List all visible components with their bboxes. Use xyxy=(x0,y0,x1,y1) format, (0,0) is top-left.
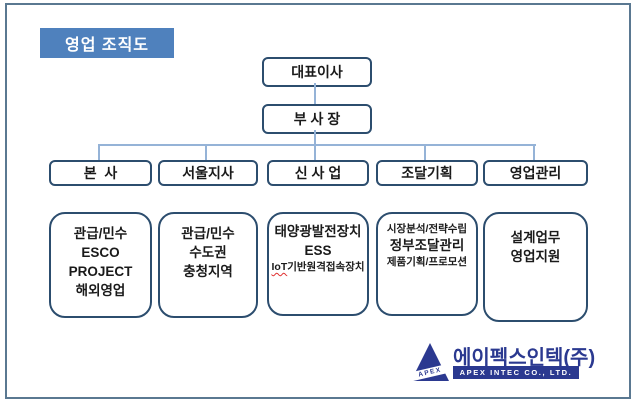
detail-line: 정부조달관리 xyxy=(389,238,465,253)
slide-border xyxy=(5,3,631,399)
connector-drop-2 xyxy=(205,144,207,160)
connector-drop-5 xyxy=(533,144,535,160)
detail-line: 수도권 xyxy=(189,245,227,260)
detail-line: 설계업무 xyxy=(510,230,561,245)
connector-horizontal xyxy=(98,144,536,146)
detail-line: 관급/민수 xyxy=(181,226,235,241)
org-node-ceo: 대표이사 xyxy=(262,57,372,87)
slide-title: 영업 조직도 xyxy=(40,28,174,58)
detail-box-headquarters: 관급/민수 ESCO PROJECT 해외영업 xyxy=(49,212,152,318)
detail-box-sales-management: 설계업무 영업지원 xyxy=(483,212,588,322)
detail-box-new-business: 태양광발전장치 ESS IoT기반원격접속장치 xyxy=(267,212,369,316)
connector-drop-4 xyxy=(424,144,426,160)
detail-line: 제품기획/프로모션 xyxy=(386,256,468,268)
detail-line: 관급/민수 xyxy=(73,226,128,241)
detail-line: 태양광발전장치 xyxy=(274,224,362,239)
detail-line: 영업지원 xyxy=(510,249,561,264)
dept-node-seoul-branch: 서울지사 xyxy=(158,160,258,186)
detail-line: PROJECT xyxy=(68,264,133,279)
dept-node-sales-management: 영업관리 xyxy=(483,160,588,186)
dept-node-headquarters: 본 사 xyxy=(49,160,152,186)
dept-node-procurement-planning: 조달기획 xyxy=(376,160,478,186)
detail-line: 해외영업 xyxy=(75,283,126,298)
detail-line: ESCO xyxy=(81,245,120,260)
detail-line: IoT기반원격접속장치 xyxy=(271,261,365,273)
misspelled-word: IoT xyxy=(271,261,288,273)
company-name-korean: 에이펙스인텍(주) xyxy=(453,347,596,369)
detail-line: 충청지역 xyxy=(183,264,233,279)
connector-vp-trunk xyxy=(314,130,316,145)
detail-line: 시장분석/전략수립 xyxy=(386,223,468,235)
org-node-vice-president: 부 사 장 xyxy=(262,104,372,134)
company-name-english: APEX INTEC CO., LTD. xyxy=(453,366,579,379)
connector-ceo-vp xyxy=(314,83,316,104)
detail-box-seoul-branch: 관급/민수 수도권 충청지역 xyxy=(158,212,258,318)
company-logo: APEX 에이펙스인텍(주) APEX INTEC CO., LTD. xyxy=(408,340,595,385)
dept-node-new-business: 신 사 업 xyxy=(267,160,369,186)
detail-box-procurement-planning: 시장분석/전략수립 정부조달관리 제품기획/프로모션 xyxy=(376,212,478,316)
connector-drop-1 xyxy=(98,144,100,160)
detail-line: ESS xyxy=(304,243,332,258)
connector-drop-3 xyxy=(314,144,316,160)
